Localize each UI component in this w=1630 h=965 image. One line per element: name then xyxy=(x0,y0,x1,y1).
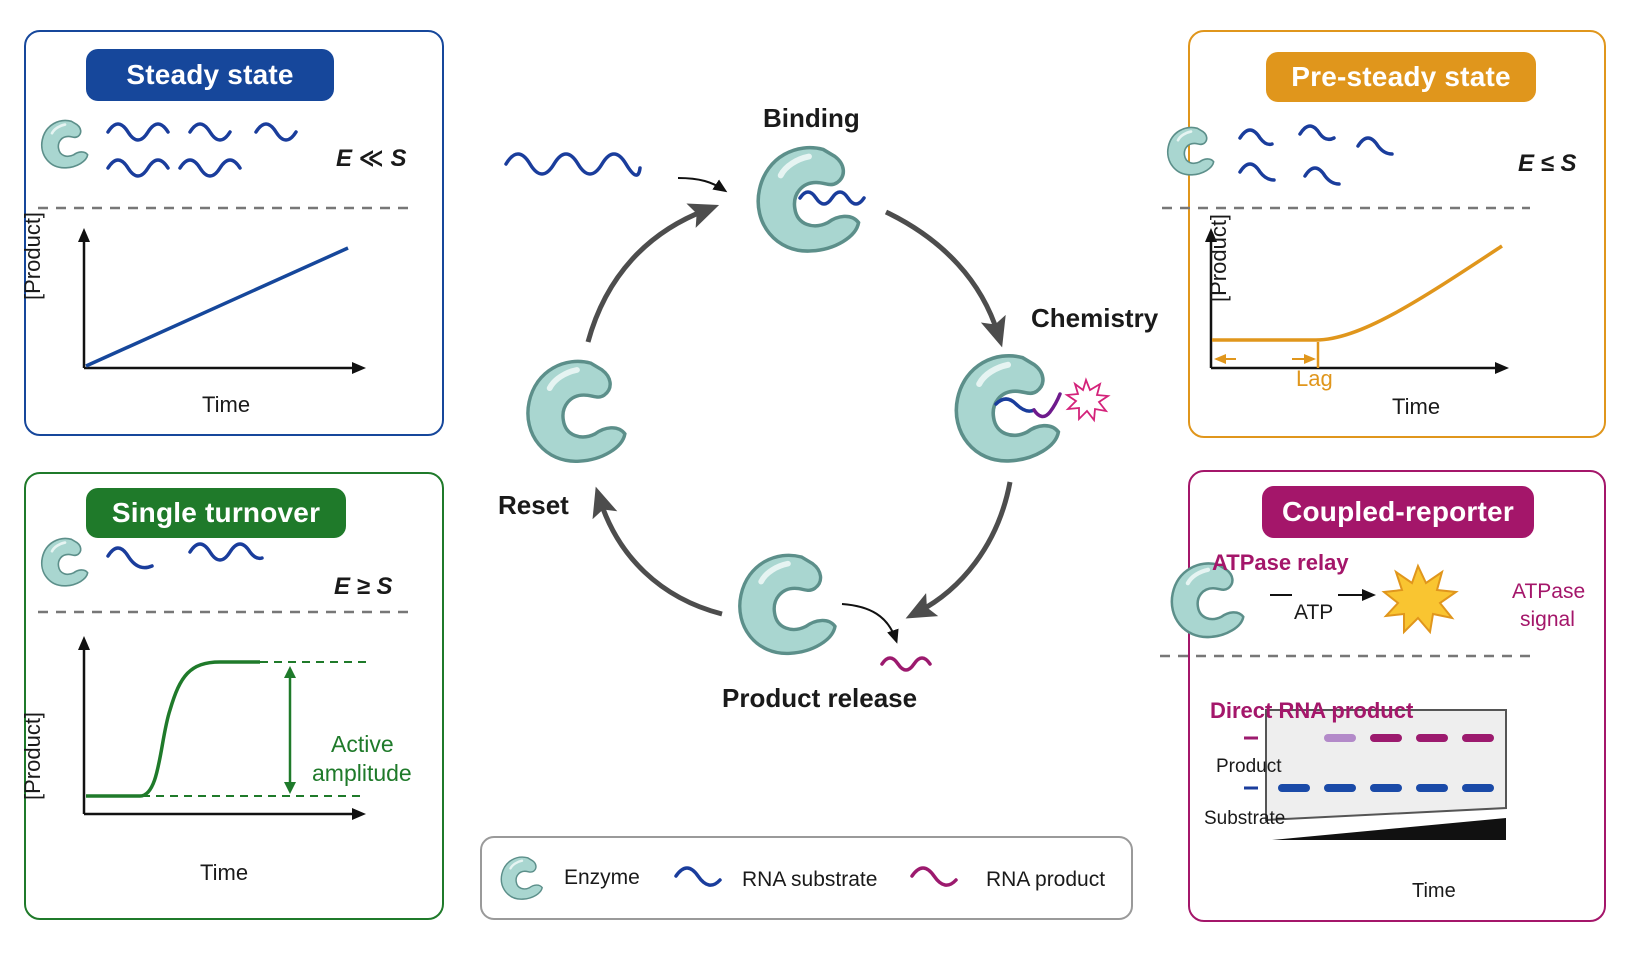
gel-time-label: Time xyxy=(1412,880,1456,902)
steady-state-title: Steady state xyxy=(86,49,334,101)
enzyme-release-icon xyxy=(740,555,835,653)
release-arrow xyxy=(841,603,899,644)
cycle-arrow-binding-to-chemistry xyxy=(884,209,1006,348)
steady-state-ylabel: [Product] xyxy=(20,211,45,300)
steady-state-xlabel: Time xyxy=(202,392,251,417)
amplitude-label-1: Active xyxy=(331,731,394,757)
enzyme-binding-icon xyxy=(758,148,858,251)
rna-in-active-site xyxy=(994,397,1036,413)
cleaving-rna xyxy=(1032,392,1062,419)
pre-steady-state-xlabel: Time xyxy=(1392,394,1441,419)
direct-rna-product-label: Direct RNA product xyxy=(1210,698,1414,723)
released-rna-product xyxy=(880,656,932,672)
binding-arrow xyxy=(677,177,728,193)
cleavage-spark-icon xyxy=(1064,377,1111,423)
atpase-signal-label-1: ATPase xyxy=(1512,580,1586,603)
single-turnover-title: Single turnover xyxy=(86,488,346,538)
gel-product-label: Product xyxy=(1216,756,1282,777)
lag-label: Lag xyxy=(1296,366,1333,391)
bound-rna-substrate xyxy=(798,190,866,206)
atpase-relay-label: ATPase relay xyxy=(1212,550,1349,575)
cycle-step-chemistry: Chemistry xyxy=(1031,303,1159,333)
steady-state-condition: E ≪ S xyxy=(336,145,407,172)
pre-steady-state-title: Pre-steady state xyxy=(1266,52,1536,102)
enzyme-chemistry-icon xyxy=(956,356,1058,461)
cycle-arrow-chemistry-to-release xyxy=(905,481,1013,619)
coupled-reporter-panel xyxy=(1188,470,1606,922)
single-turnover-xlabel: Time xyxy=(200,860,249,885)
cycle-step-binding: Binding xyxy=(763,103,860,133)
single-turnover-condition: E ≥ S xyxy=(334,573,393,600)
cycle-arrow-reset-to-binding xyxy=(585,203,720,343)
incoming-rna-substrate xyxy=(504,152,642,177)
legend-enzyme-label: Enzyme xyxy=(564,866,640,889)
legend-rna-product-label: RNA product xyxy=(986,868,1106,891)
cycle-arrow-release-to-reset xyxy=(592,486,723,617)
cycle-step-reset: Reset xyxy=(498,490,569,520)
pre-steady-state-ylabel: [Product] xyxy=(1206,213,1231,302)
legend-rna-substrate-label: RNA substrate xyxy=(742,868,878,891)
single-turnover-panel xyxy=(24,472,444,920)
legend xyxy=(480,836,1133,920)
atp-label: ATP xyxy=(1294,601,1334,624)
atpase-signal-label-2: signal xyxy=(1520,608,1575,631)
amplitude-label-2: amplitude xyxy=(312,760,412,786)
cycle-step-product-release: Product release xyxy=(722,683,918,713)
gel-substrate-label: Substrate xyxy=(1204,808,1286,829)
enzyme-reset-icon xyxy=(528,361,625,461)
coupled-reporter-title: Coupled-reporter xyxy=(1262,486,1534,538)
pre-steady-state-condition: E ≤ S xyxy=(1518,150,1577,177)
single-turnover-ylabel: [Product] xyxy=(20,711,45,800)
catalytic-cycle xyxy=(504,148,1111,672)
